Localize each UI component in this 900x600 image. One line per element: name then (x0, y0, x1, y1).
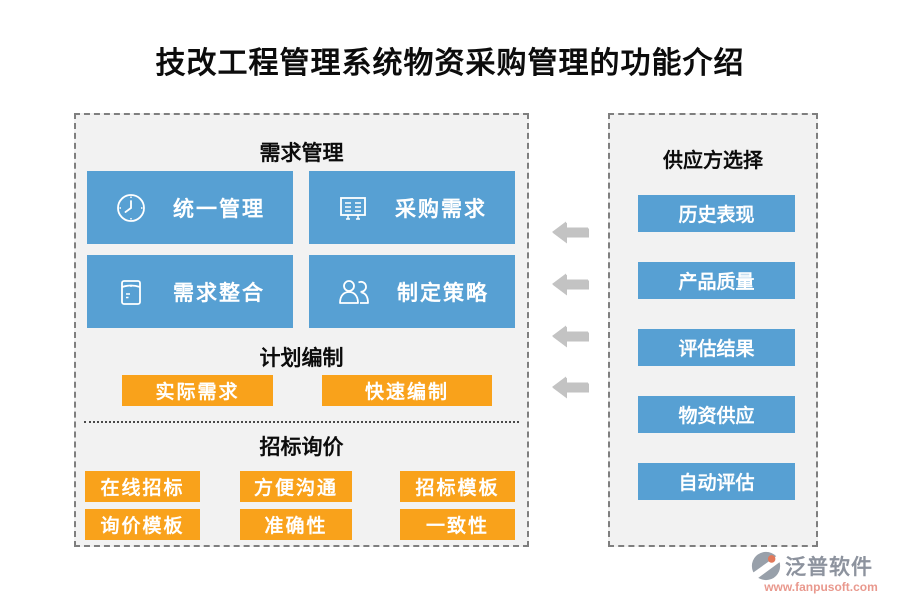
button-label: 制定策略 (397, 280, 489, 305)
button-label: 历史表现 (678, 205, 755, 226)
button-label: 产品质量 (678, 272, 755, 293)
button-label: 统一管理 (173, 196, 265, 221)
people-icon (335, 276, 371, 308)
button-label: 在线招标 (100, 478, 185, 499)
button-online-bidding[interactable]: 在线招标 (85, 471, 200, 502)
dotted-divider (84, 421, 519, 423)
button-purchase-demand[interactable]: 采购需求 (309, 171, 515, 244)
button-auto-evaluation[interactable]: 自动评估 (638, 463, 795, 500)
button-historical-performance[interactable]: 历史表现 (638, 195, 795, 232)
button-easy-communication[interactable]: 方便沟通 (240, 471, 352, 502)
button-consistency[interactable]: 一致性 (400, 509, 515, 540)
left-arrow-icon (552, 272, 588, 296)
button-product-quality[interactable]: 产品质量 (638, 262, 795, 299)
button-actual-demand[interactable]: 实际需求 (122, 375, 273, 406)
button-label: 自动评估 (678, 473, 755, 494)
left-arrow-icon (552, 324, 588, 348)
section-heading-supplier-selection: 供应方选择 (663, 150, 763, 172)
section-heading-demand-management: 需求管理 (259, 141, 344, 165)
button-demand-integration[interactable]: 需求整合 (87, 255, 293, 328)
button-unified-management[interactable]: 统一管理 (87, 171, 293, 244)
list-icon (337, 192, 369, 224)
button-label: 准确性 (264, 516, 328, 537)
button-label: 方便沟通 (253, 478, 338, 499)
button-label: 询价模板 (100, 516, 185, 537)
button-material-supply[interactable]: 物资供应 (638, 396, 795, 433)
logo-text: 泛普软件 (785, 555, 873, 579)
button-quick-compilation[interactable]: 快速编制 (322, 375, 492, 406)
pouch-icon (115, 276, 147, 308)
button-label: 快速编制 (364, 382, 449, 403)
button-label: 采购需求 (395, 196, 487, 221)
page-title: 技改工程管理系统物资采购管理的功能介绍 (155, 47, 745, 80)
clock-icon (115, 192, 147, 224)
button-formulate-strategy[interactable]: 制定策略 (309, 255, 515, 328)
button-label: 需求整合 (173, 280, 265, 305)
button-label: 实际需求 (155, 382, 240, 403)
button-accuracy[interactable]: 准确性 (240, 509, 352, 540)
fanpu-logo: 泛普软件 www.fanpusoft.com (750, 550, 892, 594)
section-heading-bidding-inquiry: 招标询价 (259, 435, 344, 459)
procurement-functions-panel: 需求管理 统一管理 (74, 113, 529, 547)
supplier-selection-panel: 供应方选择 历史表现 产品质量 评估结果 物资供应 自动评估 (608, 113, 818, 547)
logo-url: www.fanpusoft.com (764, 580, 878, 594)
section-heading-plan-compilation: 计划编制 (259, 346, 344, 370)
left-arrow-icon (552, 220, 588, 244)
button-label: 一致性 (425, 516, 489, 537)
fanpu-logo-icon (750, 550, 782, 582)
button-label: 评估结果 (678, 339, 755, 360)
button-evaluation-result[interactable]: 评估结果 (638, 329, 795, 366)
button-label: 物资供应 (678, 406, 755, 427)
button-bidding-template[interactable]: 招标模板 (400, 471, 515, 502)
left-arrow-icon (552, 375, 588, 399)
button-label: 招标模板 (415, 478, 500, 499)
button-inquiry-template[interactable]: 询价模板 (85, 509, 200, 540)
